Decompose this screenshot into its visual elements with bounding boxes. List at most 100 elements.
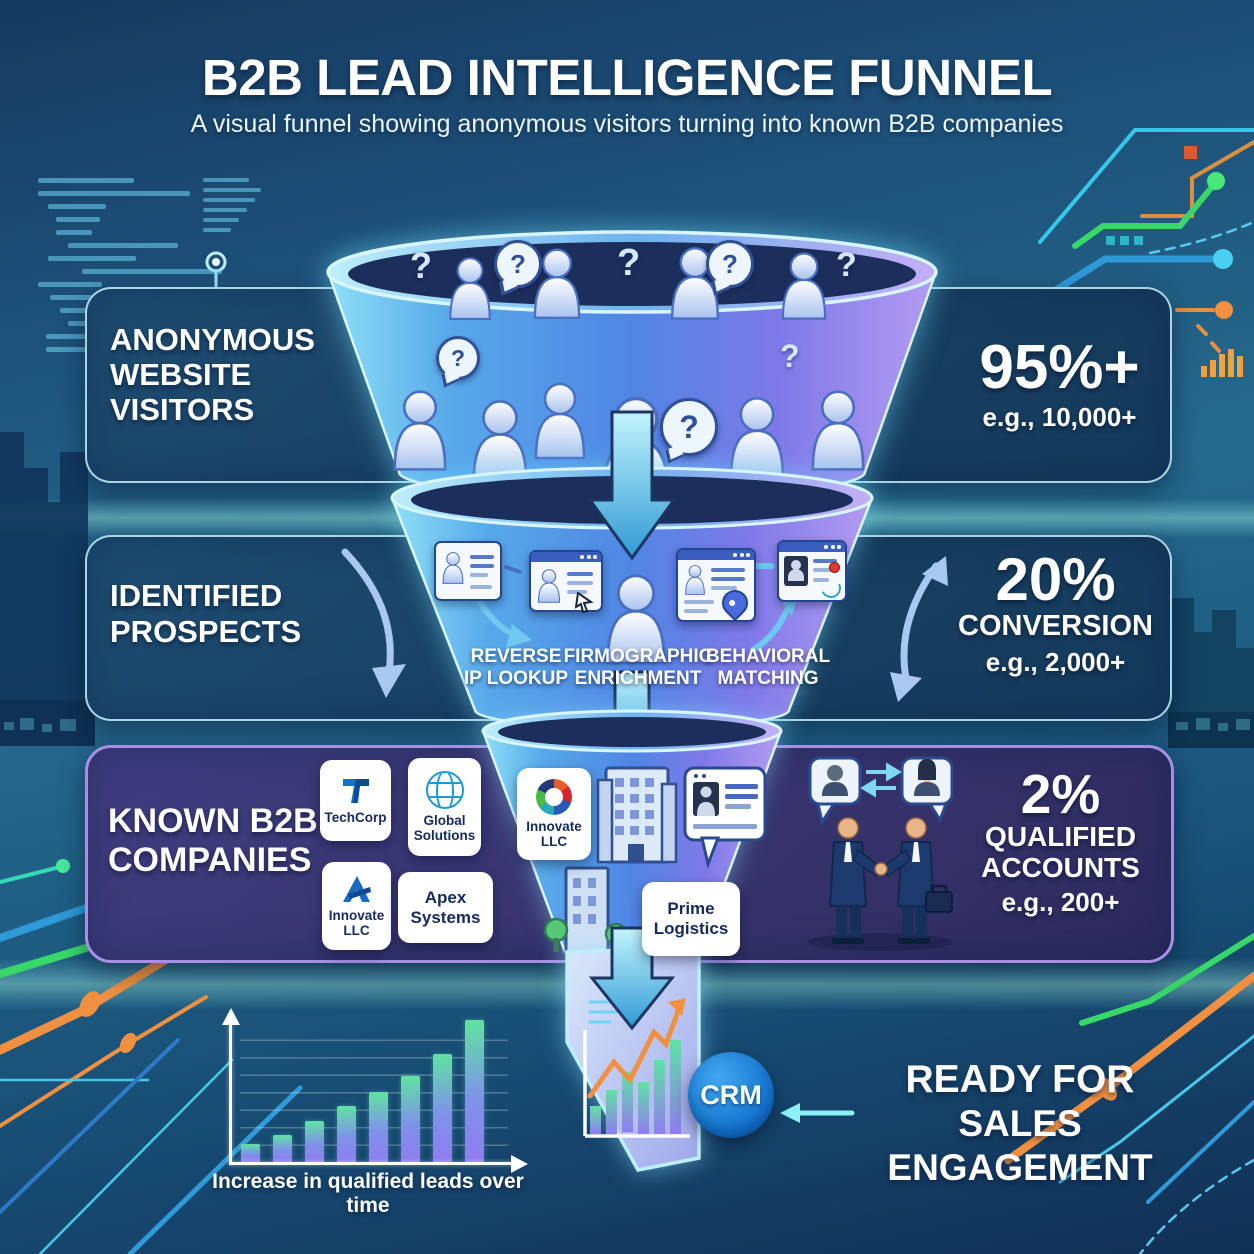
code-line: [46, 347, 106, 352]
text-line: [470, 573, 488, 577]
code-line: [46, 334, 86, 339]
stage3-stat-sub2: ACCOUNTS: [981, 852, 1140, 883]
text-line: [684, 609, 708, 613]
ready-for-sales-text: READY FOR SALES ENGAGEMENT: [828, 1058, 1212, 1190]
stage3-label-line2: COMPANIES: [108, 841, 312, 879]
person-icon: [537, 569, 561, 603]
company-card-innovate: Innovate LLC: [322, 862, 391, 950]
question-mark-bubble: ?: [494, 240, 542, 288]
step-behavioral-matching: BEHAVIORAL MATCHING: [702, 646, 834, 690]
text-line: [470, 564, 494, 568]
browser-card-icon: [529, 550, 603, 614]
leads-chart-caption: Increase in qualified leads over time: [212, 1170, 524, 1217]
chart-bar: [465, 1020, 484, 1162]
stage2-stat-example: e.g., 2,000+: [985, 647, 1126, 677]
spout-mini-chart: [583, 998, 690, 1138]
page-subtitle: A visual funnel showing anonymous visito…: [190, 110, 1064, 138]
stage2-stat-value: 20%: [995, 546, 1116, 613]
company-card-prime-logistics: Prime Logistics: [642, 882, 740, 956]
stage2-label: IDENTIFIED PROSPECTS: [110, 578, 350, 650]
code-line: [203, 228, 231, 232]
ready-line1: READY FOR: [905, 1058, 1135, 1101]
stage3-stat: 2% QUALIFIED ACCOUNTS e.g., 200+: [968, 767, 1153, 918]
text-line: [711, 568, 745, 572]
stage1-label-line2: WEBSITE: [110, 357, 252, 392]
step-firmographic-enrichment: FIRMOGRAPHIC ENRICHMENT: [558, 646, 718, 690]
id-card-icon: [434, 541, 502, 601]
globe-icon: [425, 770, 464, 809]
stage3-stat-example: e.g., 200+: [1001, 887, 1120, 917]
ready-line2: SALES ENGAGEMENT: [887, 1103, 1153, 1188]
stage3-label-line1: KNOWN B2B: [108, 802, 318, 840]
company-card-techcorp: TechCorp: [320, 760, 391, 841]
code-line: [203, 218, 239, 222]
text-line: [684, 600, 714, 604]
company-name: Prime Logistics: [653, 899, 729, 938]
window-dots-icon: [824, 544, 841, 549]
red-square-node: [1184, 146, 1197, 159]
company-name: Apex Systems: [410, 887, 481, 927]
triangle-logo-icon: [342, 875, 371, 902]
code-line: [38, 191, 190, 196]
leads-chart-bars: [241, 1018, 503, 1162]
stage2-label-line1: IDENTIFIED: [110, 578, 283, 613]
person-icon: [442, 552, 464, 584]
text-line: [567, 572, 593, 576]
company-name: Innovate LLC: [526, 818, 582, 850]
code-line: [48, 204, 106, 209]
person-icon: [685, 565, 705, 595]
mini-bars-icon: [1201, 349, 1243, 377]
photo-avatar-icon: [784, 556, 808, 586]
code-line: [56, 230, 92, 235]
code-line: [38, 178, 134, 183]
window-dots-icon: [733, 552, 750, 557]
light-band-lower: [0, 958, 1254, 1010]
step2-line1: FIRMOGRAPHIC: [563, 646, 713, 667]
browser-header: [678, 550, 754, 560]
question-mark-bubble: ?: [706, 240, 754, 288]
window-dots-icon: [580, 554, 597, 559]
firmographic-card-icon: [676, 548, 756, 622]
chart-bar: [241, 1144, 260, 1162]
browser-header: [779, 542, 845, 552]
cursor-icon: [575, 592, 594, 614]
stage1-stat-value: 95%+: [979, 333, 1140, 402]
question-mark: ?: [780, 338, 800, 374]
code-line: [203, 188, 261, 192]
light-band-upper: [0, 498, 1254, 538]
y-axis-arrowhead: [222, 1008, 240, 1025]
orange-oval-node-2: [119, 1032, 137, 1054]
question-mark: ?: [410, 245, 432, 286]
stage2-label-line2: PROSPECTS: [110, 614, 302, 649]
alert-dot-icon: [829, 562, 840, 573]
company-name: Innovate LLC: [328, 907, 385, 939]
question-mark: ?: [617, 242, 641, 284]
company-card-innovate-funnel: Innovate LLC: [517, 768, 591, 860]
browser-header: [531, 552, 601, 562]
stage2-stat: 20% CONVERSION e.g., 2,000+: [948, 550, 1163, 678]
stage3-label: KNOWN B2B COMPANIES: [108, 802, 368, 880]
funnel-spout: [565, 946, 701, 1172]
chart-bar: [401, 1076, 420, 1162]
orange-node-dot: [1215, 301, 1233, 319]
code-line: [82, 269, 222, 274]
code-line: [38, 282, 102, 287]
green-node-dot: [1207, 172, 1225, 190]
stage1-stat: 95%+ e.g., 10,000+: [952, 333, 1167, 433]
stage1-label: ANONYMOUS WEBSITE VISITORS: [110, 322, 350, 427]
stage2-stat-sub: CONVERSION: [958, 610, 1153, 642]
company-card-apex-systems: Apex Systems: [398, 872, 493, 943]
stage1-stat-example: e.g., 10,000+: [982, 402, 1137, 432]
step2-line2: ENRICHMENT: [574, 668, 702, 689]
text-line: [711, 577, 745, 581]
teal-node-dot: [56, 859, 70, 873]
stage1-label-line3: VISITORS: [110, 392, 255, 427]
company-card-global-solutions: Global Solutions: [408, 758, 481, 856]
left-skyline: [0, 432, 95, 746]
donut-logo-icon: [536, 778, 572, 815]
text-line: [470, 555, 494, 559]
photo-badge-card-icon: [777, 540, 847, 602]
code-column-2: [203, 178, 261, 232]
leads-chart-y-axis: [229, 1024, 232, 1164]
